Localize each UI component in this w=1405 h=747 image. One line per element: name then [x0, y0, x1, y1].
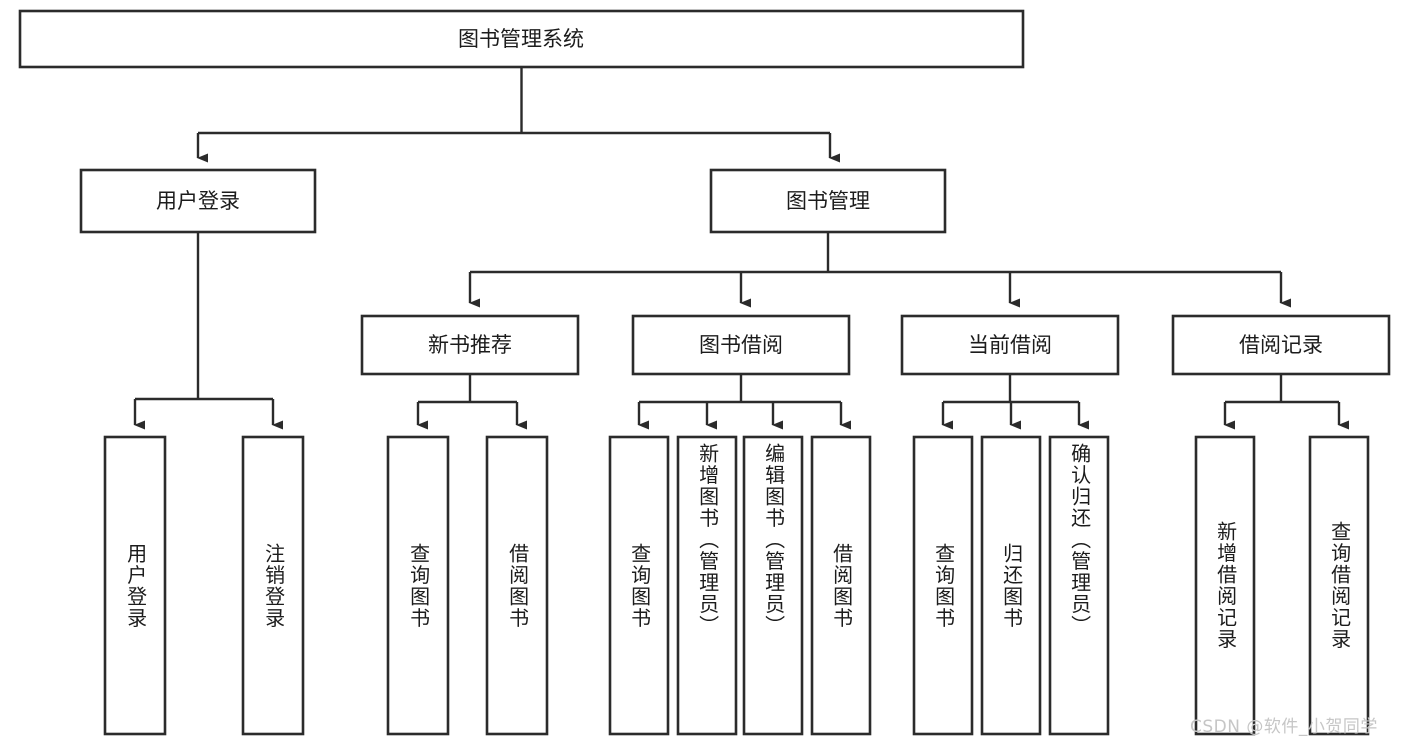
leaf-rect-group	[103, 435, 1370, 736]
connector-group-borrow-records	[1223, 374, 1349, 430]
node-leaf-borrow-book-rect[interactable]	[810, 435, 872, 736]
node-root[interactable]: 图书管理系统	[18, 9, 1025, 69]
node-new-book-recommend-label: 新书推荐	[428, 333, 512, 357]
node-leaf-edit-book-rect[interactable]	[742, 435, 804, 736]
node-current-borrow-rect[interactable]	[900, 314, 1120, 376]
node-book-management-rect[interactable]	[709, 168, 947, 234]
node-leaf-user-login-rect[interactable]	[103, 435, 167, 736]
node-user-login-label: 用户登录	[156, 189, 240, 213]
node-leaf-logout-rect[interactable]	[241, 435, 305, 736]
connector-group-user-login	[133, 232, 283, 430]
connector-group-root	[196, 67, 840, 163]
node-current-borrow[interactable]: 当前借阅	[900, 314, 1120, 376]
node-borrow-records-rect[interactable]	[1171, 314, 1391, 376]
node-leaf-borrow-book-recommend-rect[interactable]	[485, 435, 549, 736]
node-root-label: 图书管理系统	[458, 27, 584, 51]
node-book-management[interactable]: 图书管理	[709, 168, 947, 234]
node-leaf-query-book-borrow-rect[interactable]	[608, 435, 670, 736]
node-leaf-query-book-recommend-rect[interactable]	[386, 435, 450, 736]
node-leaf-query-borrow-record-rect[interactable]	[1308, 435, 1370, 736]
node-new-book-recommend[interactable]: 新书推荐	[360, 314, 580, 376]
node-leaf-return-book-rect[interactable]	[980, 435, 1042, 736]
node-borrow-records[interactable]: 借阅记录	[1171, 314, 1391, 376]
connector-group-book-borrow	[637, 374, 851, 430]
node-user-login-rect[interactable]	[79, 168, 317, 234]
node-borrow-records-label: 借阅记录	[1239, 333, 1323, 357]
node-new-book-recommend-rect[interactable]	[360, 314, 580, 376]
node-book-management-label: 图书管理	[786, 189, 870, 213]
csdn-watermark: CSDN @软件_小贺同学	[1190, 717, 1378, 737]
connector-group-book-management	[468, 232, 1291, 308]
connector-group-new-book-recommend	[416, 374, 527, 430]
node-root-rect[interactable]	[18, 9, 1025, 69]
node-book-borrow-label: 图书借阅	[699, 333, 783, 357]
node-leaf-confirm-return-rect[interactable]	[1048, 435, 1110, 736]
node-leaf-add-book-rect[interactable]	[676, 435, 738, 736]
node-leaf-add-borrow-record-rect[interactable]	[1194, 435, 1256, 736]
node-leaf-query-book-current-rect[interactable]	[912, 435, 974, 736]
connector-group-current-borrow	[941, 374, 1089, 430]
node-user-login[interactable]: 用户登录	[79, 168, 317, 234]
node-current-borrow-label: 当前借阅	[968, 333, 1052, 357]
node-book-borrow[interactable]: 图书借阅	[631, 314, 851, 376]
node-book-borrow-rect[interactable]	[631, 314, 851, 376]
